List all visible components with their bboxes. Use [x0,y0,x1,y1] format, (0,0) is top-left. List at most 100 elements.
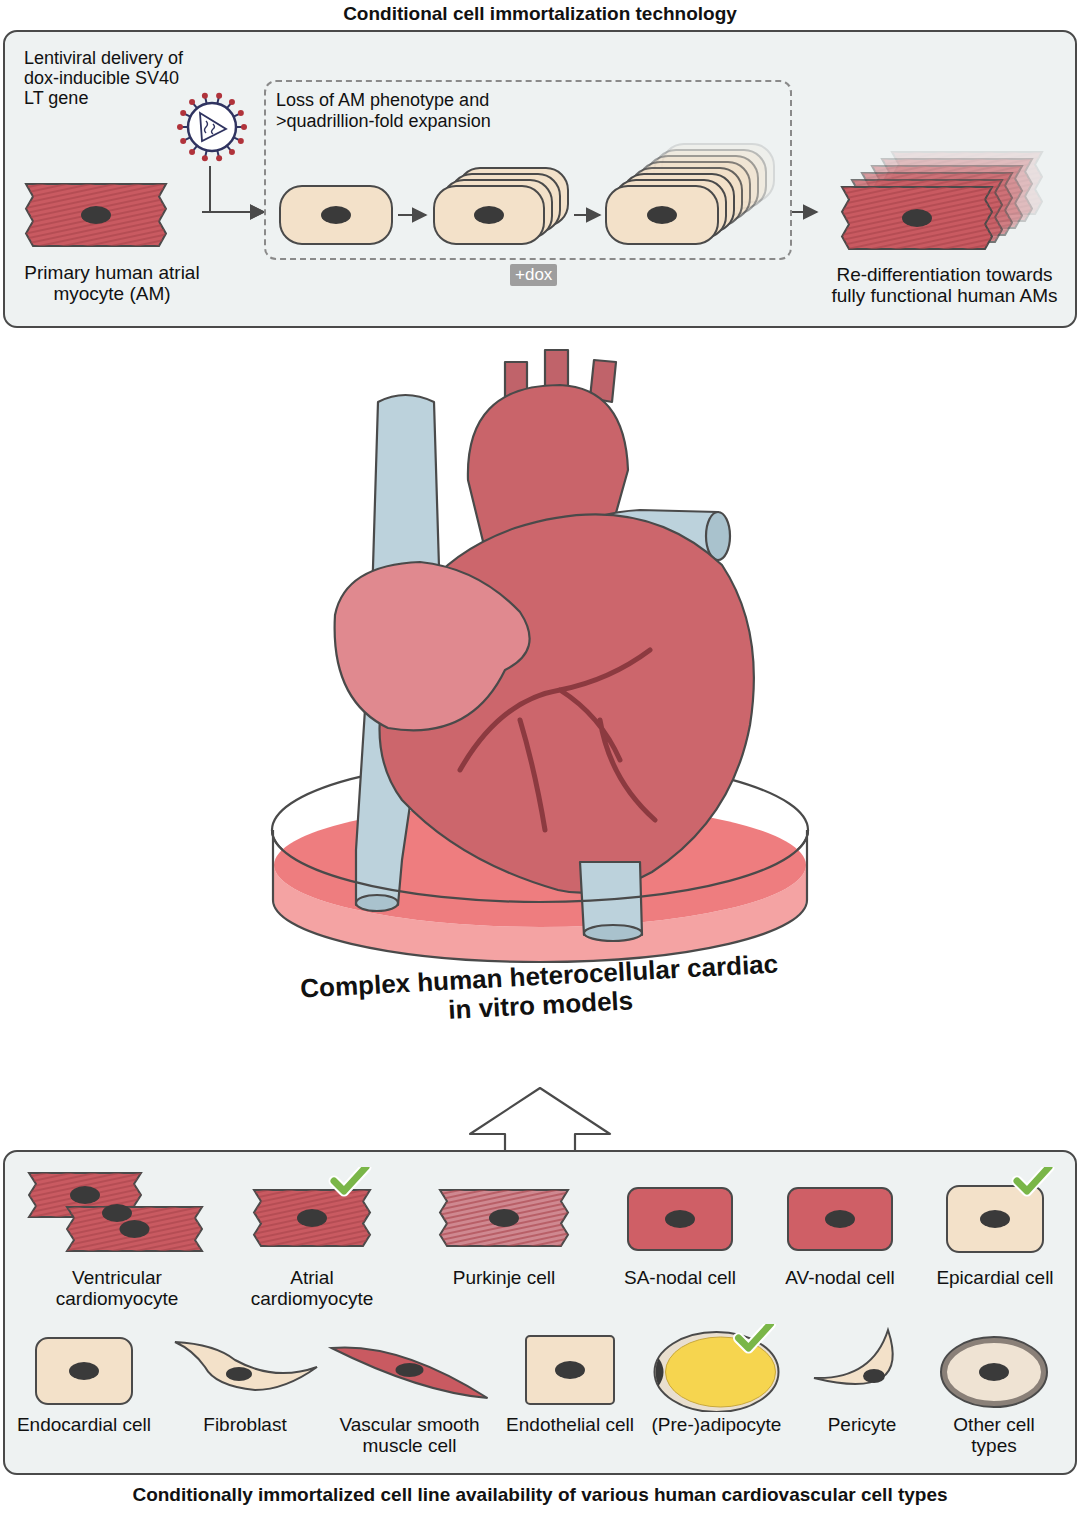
nucleus [81,206,111,224]
rounded-cell [280,186,392,244]
virus-spike-tip [189,99,195,105]
virus-spike-tip [229,149,235,155]
cell-body [67,1207,202,1251]
nucleus [226,1367,252,1381]
nucleus [902,209,932,227]
cell-body [814,1330,893,1384]
nucleus [863,1369,885,1383]
node-label: Endothelial cell [505,1414,635,1435]
cell-icon-svg [505,1324,635,1412]
rounded-cell [628,1188,732,1250]
flow-arrow [574,214,600,216]
cell-body [175,1342,317,1390]
cell-icon-svg [929,1324,1059,1412]
nucleus [656,1358,664,1386]
coronary-vessels [460,650,655,830]
cell-body [280,186,392,244]
cell-icon-svg [802,1324,922,1412]
striated-cell [842,187,992,249]
cell-type: Primary human atrial myocyte (AM) [22,172,202,312]
nucleus [120,1220,150,1238]
striated-cell [440,1190,568,1246]
nucleus [70,1186,100,1204]
check-outline [1017,1167,1049,1191]
rounded-cell [434,186,544,244]
nucleus [979,1363,1009,1381]
cell-icon [175,1342,317,1390]
flow-arrow [210,166,264,212]
cell-icon [655,1324,779,1412]
node-label: SA-nodal cell [600,1267,760,1288]
expansion-cells [280,144,774,244]
node-label: Fibroblast [170,1414,320,1435]
cell-body [254,1190,370,1246]
virus-spike-tip [229,99,235,105]
cell-icon [254,1167,370,1246]
treatment-label: +dox [510,264,557,286]
cell-icon [628,1188,732,1250]
node-label: Vascular smooth muscle cell [322,1414,497,1457]
panel-box: Conditionally immortalized cell line ava… [3,1150,1077,1475]
panel-fill [3,30,1077,328]
lentivirus [177,93,247,161]
virus-spike-tip [177,124,183,130]
cell-icon [332,1347,488,1398]
cell-icon-svg [765,1167,915,1265]
virus-delivery: Lentiviral delivery of dox-inducible SV4… [22,44,252,166]
cell-type: Atrial cardiomyocyte [227,1167,397,1317]
vessel-opening [706,512,730,560]
cell-body [944,1340,1044,1404]
nucleus [474,206,504,224]
node-label: Endocardial cell [14,1414,154,1435]
cell-outline [941,1337,1047,1407]
node-label: Epicardial cell [920,1267,1070,1288]
cell-icon [947,1167,1049,1252]
cell-icon-svg [817,142,1072,262]
cell-icon [36,1338,132,1404]
nucleus [69,1362,99,1380]
cell-striation [440,1190,568,1246]
cell-body [434,186,544,244]
lipid-droplet [666,1337,776,1407]
virus-envelope [188,103,236,151]
node-label: AV-nodal cell [765,1267,915,1288]
virus-spike-tip [216,93,222,99]
cell-icon-svg [22,172,202,260]
cell-body [526,1336,614,1404]
dish-rim-front [272,830,808,962]
cell-striation [26,184,166,246]
model-caption: Complex human heterocellular cardiac in … [290,962,790,1084]
panel-heading: Conditional cell immortalization technol… [5,3,1075,25]
cell-icon [788,1188,892,1250]
nucleus [396,1363,424,1377]
cell-striation [67,1207,202,1251]
node-label: Other cell types [929,1414,1059,1457]
virus-spike-tip [180,138,186,144]
virus-spike-tip [238,138,244,144]
availability-check [334,1167,366,1191]
cell-striation [842,187,992,249]
cell-type: Re-differentiation towards fully functio… [817,142,1072,314]
cell-icon-svg [170,1324,320,1412]
cell-type: Pericyte [802,1324,922,1464]
cell-icon [842,152,1042,249]
node-label: Lentiviral delivery of dox-inducible SV4… [24,48,184,108]
node-label: Atrial cardiomyocyte [227,1267,397,1310]
rounded-cell [36,1338,132,1404]
cell-body [842,187,992,249]
virus-spike-tip [202,155,208,161]
virus-spike-tip [241,124,247,130]
rounded-cell [606,186,718,244]
node-label: Pericyte [802,1414,922,1435]
cell-body [655,1332,779,1412]
cell-icon [26,184,166,246]
nucleus [489,1209,519,1227]
cell-type: AV-nodal cell [765,1167,915,1317]
cell-icon-svg [14,1324,154,1412]
block-arrow [470,1088,610,1150]
node-label: (Pre-)adipocyte [639,1414,794,1435]
cell-type: Ventricular cardiomyocyte [22,1167,212,1317]
cell-icon-svg [639,1324,794,1412]
node-label: Ventricular cardiomyocyte [22,1267,212,1310]
rounded-cell [788,1188,892,1250]
